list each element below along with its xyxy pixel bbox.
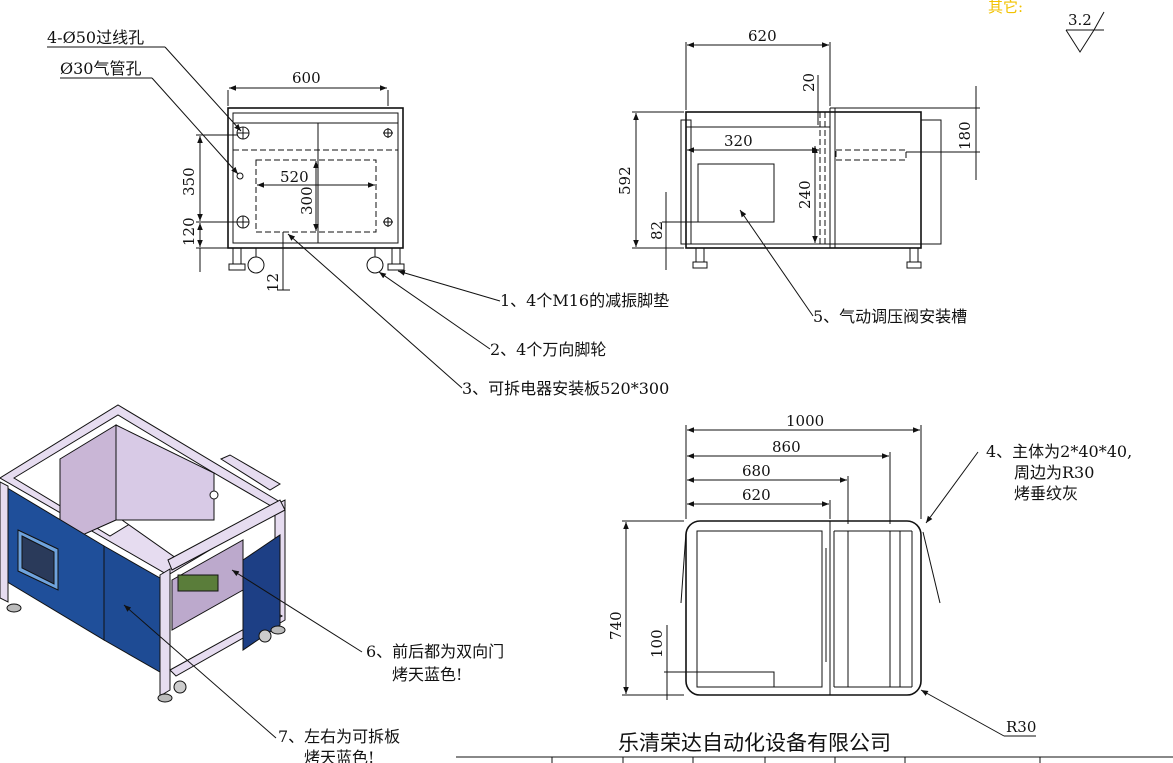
svg-text:240: 240: [796, 180, 814, 209]
callout-leaders-top: [287, 209, 814, 389]
svg-text:740: 740: [607, 611, 625, 640]
svg-text:12: 12: [264, 273, 282, 292]
svg-text:300: 300: [298, 186, 316, 215]
callout-4-line1: 4、主体为2*40*40,: [986, 442, 1132, 461]
side-view: 620 20 180 320 592 240 82: [616, 27, 980, 270]
callout-1: 1、4个M16的减振脚垫: [500, 291, 669, 310]
svg-text:320: 320: [724, 132, 753, 150]
isometric-view: [0, 404, 363, 739]
electric-plate-outline: [255, 159, 377, 233]
valve-slot: [697, 163, 775, 223]
callout-7-line1: 7、左右为可拆板: [278, 727, 400, 746]
plan-view: 1000 860 680 620 740 100 R30: [607, 412, 1036, 737]
front-view: 600 350 120 12 520 300 4-Ø50过线孔 Ø30气管孔: [47, 28, 405, 292]
callout-4-line3: 烤垂纹灰: [1014, 484, 1078, 503]
svg-text:620: 620: [748, 27, 777, 45]
svg-text:350: 350: [180, 167, 198, 196]
callout-4-line2: 周边为R30: [1014, 463, 1094, 482]
title-block: 乐清荣达自动化设备有限公司: [456, 731, 1173, 763]
svg-text:82: 82: [648, 221, 666, 240]
callout-3: 3、可拆电器安装板520*300: [462, 379, 669, 398]
callout-7-line2: 烤天蓝色!: [304, 748, 374, 763]
svg-text:680: 680: [742, 462, 771, 480]
svg-text:R30: R30: [1006, 718, 1036, 736]
svg-text:1000: 1000: [786, 412, 824, 430]
svg-text:600: 600: [292, 69, 321, 87]
callout-2: 2、4个万向脚轮: [490, 340, 606, 359]
svg-text:620: 620: [742, 486, 771, 504]
company-name: 乐清荣达自动化设备有限公司: [618, 731, 891, 755]
note-cable-holes: 4-Ø50过线孔: [47, 28, 144, 47]
other-label: 其它:: [988, 0, 1023, 16]
svg-text:3.2: 3.2: [1068, 11, 1092, 29]
svg-text:592: 592: [616, 166, 634, 195]
svg-text:860: 860: [772, 438, 801, 456]
roughness-symbol: 3.2: [1065, 11, 1105, 53]
callout-5: 5、气动调压阀安装槽: [813, 307, 967, 326]
callout-6-line1: 6、前后都为双向门: [366, 642, 504, 661]
svg-text:20: 20: [800, 73, 818, 92]
note-air-hole: Ø30气管孔: [60, 59, 141, 78]
svg-text:520: 520: [280, 168, 309, 186]
svg-text:120: 120: [180, 217, 198, 246]
svg-text:100: 100: [648, 629, 666, 658]
callout-6-line2: 烤天蓝色!: [392, 665, 462, 684]
svg-text:180: 180: [956, 121, 974, 150]
